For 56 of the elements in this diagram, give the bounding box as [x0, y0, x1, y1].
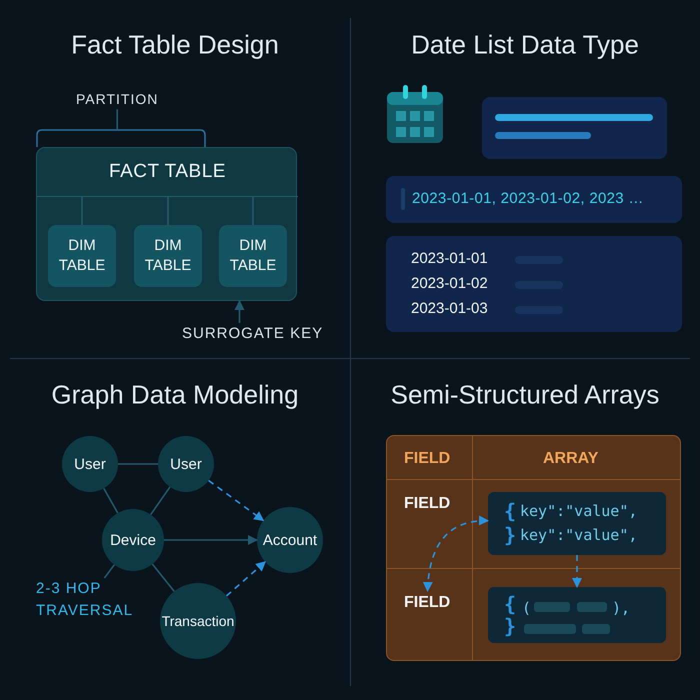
- annotation-text: FIELD: [404, 591, 450, 614]
- code-text: key":"value",: [520, 525, 638, 546]
- annotation-text: PARTITION: [76, 89, 158, 110]
- code-box: [488, 492, 666, 555]
- dashed-arrow: [208, 480, 264, 522]
- date-list-text: 2023-01-01, 2023-01-02, 2023 …: [412, 190, 644, 207]
- partition-bracket: [36, 129, 206, 147]
- date-list-box: [386, 236, 682, 332]
- connector-line: [103, 488, 118, 514]
- node-label: Transaction: [162, 613, 234, 629]
- code-text: key":"value",: [520, 501, 638, 522]
- date-text: 2023-01-02: [411, 275, 488, 292]
- code-text: (: [522, 598, 532, 619]
- arrow: [234, 300, 244, 323]
- dimension-box: [134, 225, 202, 287]
- annotation-text: FIELD: [404, 447, 450, 470]
- brace: }: [504, 615, 516, 637]
- box-label: DIM TABLE: [144, 236, 192, 276]
- node-label: User: [170, 456, 202, 472]
- panel-heading: Graph Data Modeling: [51, 380, 299, 410]
- dashed-arrow: [572, 555, 582, 588]
- annotation-text: 2-3 HOP TRAVERSAL: [36, 578, 140, 622]
- annotation-text: SURROGATE KEY: [182, 323, 324, 345]
- panel-heading: Fact Table Design: [71, 30, 279, 60]
- panel-heading: Semi-Structured Arrays: [390, 380, 660, 410]
- double-headed-arrow: [423, 516, 489, 592]
- box-label: DIM TABLE: [228, 236, 278, 276]
- node-label: Device: [110, 532, 156, 548]
- date-box: [386, 176, 682, 223]
- date-text: 2023-01-01: [411, 250, 488, 267]
- connector-line: [81, 197, 83, 225]
- box-label: DIM TABLE: [58, 236, 106, 276]
- code-text: ),: [612, 598, 630, 619]
- table-box: [36, 147, 297, 301]
- annotation-text: ARRAY: [543, 447, 598, 470]
- connector-line: [118, 463, 158, 465]
- table-title: FACT TABLE: [109, 161, 226, 183]
- connector-line: [104, 564, 115, 578]
- annotation-text: FIELD: [404, 492, 450, 516]
- brace: {: [504, 500, 516, 522]
- connector-line: [152, 564, 175, 592]
- code-box: [488, 587, 666, 643]
- connector-line: [116, 109, 118, 129]
- node-label: User: [74, 456, 106, 472]
- connector-line: [167, 197, 169, 225]
- dashed-arrow: [226, 561, 266, 596]
- dimension-box: [219, 225, 287, 287]
- dimension-box: [48, 225, 116, 287]
- connector-line: [252, 197, 254, 225]
- brace: {: [504, 593, 516, 615]
- connector-line: [150, 486, 171, 516]
- date-text: 2023-01-03: [411, 300, 488, 317]
- node-label: Account: [262, 532, 318, 548]
- brace: }: [504, 524, 516, 546]
- panel-heading: Date List Data Type: [411, 30, 639, 60]
- arrow: [164, 535, 258, 545]
